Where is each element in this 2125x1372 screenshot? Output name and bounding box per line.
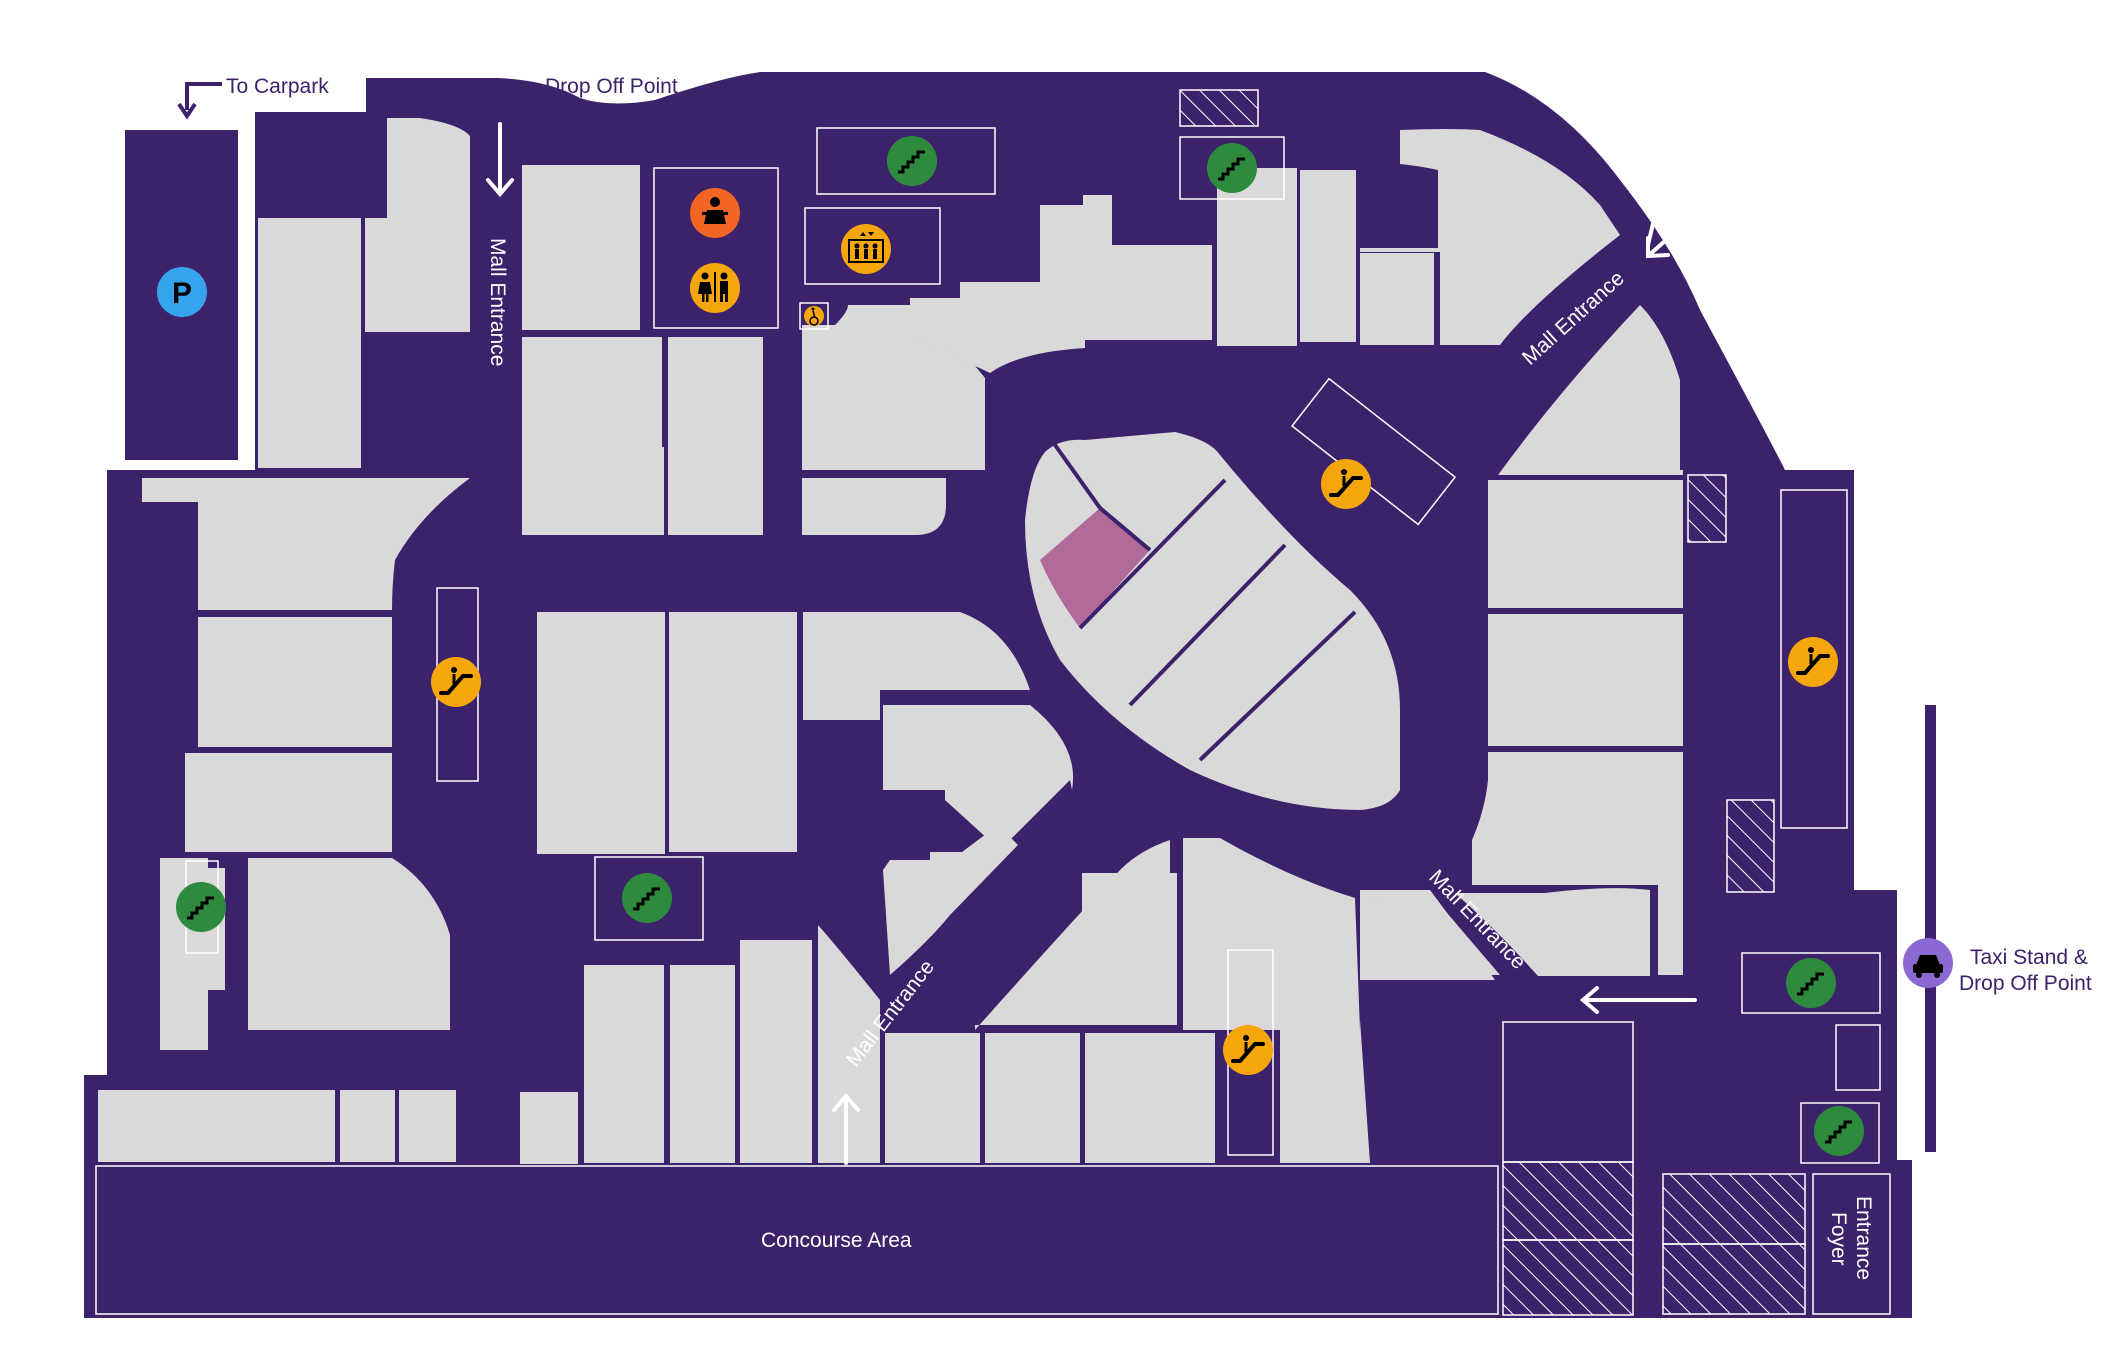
escalator-box: [1780, 489, 1848, 829]
shop-unit: [883, 825, 1018, 975]
shop-unit: [740, 940, 812, 1163]
shop-unit: [1217, 168, 1297, 346]
arrow-up-icon: [832, 1092, 860, 1165]
stairs-icon: [1814, 1106, 1864, 1156]
restroom-icon: [690, 263, 740, 313]
foyer-outline: [1812, 1173, 1891, 1315]
arrow-left-icon: [1579, 986, 1697, 1014]
drop-off-top-label: Drop Off Point: [545, 75, 678, 98]
shop-unit: [1498, 305, 1683, 475]
concourse-outline: [95, 1165, 1499, 1315]
stairs-icon: [1207, 143, 1257, 193]
facility-box: [1835, 1024, 1881, 1091]
stairs-box: [816, 127, 996, 195]
escalator-icon: [431, 657, 481, 707]
escalator-icon: [1321, 459, 1371, 509]
shop-unit: [1360, 129, 1620, 345]
unit-dividers: [1053, 443, 1357, 762]
hatched-area: [1502, 1239, 1634, 1316]
shop-unit: [883, 705, 1074, 850]
lift-box: [804, 207, 941, 285]
entrance-foyer-label-line2: Foyer: [1827, 1212, 1850, 1266]
shop-unit: [1082, 873, 1177, 1025]
stairs-box: [1741, 952, 1881, 1014]
concourse-block: [84, 1160, 1504, 1318]
shop-unit: [185, 753, 392, 852]
stairs-box: [1800, 1102, 1880, 1164]
hatched-areas: [1179, 89, 1806, 1316]
taxi-icon: [1903, 938, 1953, 988]
shop-unit: [520, 1092, 578, 1164]
shop-unit: [802, 478, 946, 535]
shop-unit: [670, 965, 735, 1163]
shop-unit: [537, 612, 665, 854]
shop-unit: [1085, 1033, 1215, 1163]
lift-icon: [841, 224, 891, 274]
hatched-area: [1726, 799, 1775, 893]
direction-arrows: [486, 122, 1697, 1165]
taxi-stand-label-line2: Drop Off Point: [1959, 972, 2092, 995]
shop-unit: [98, 1090, 335, 1162]
hatched-area: [1662, 1243, 1806, 1315]
stairs-box: [594, 856, 704, 941]
shop-unit: [1488, 614, 1683, 746]
stairs-icon: [622, 873, 672, 923]
shop-unit: [985, 1033, 1080, 1163]
shop-unit: [584, 965, 664, 1163]
shop-units: [98, 118, 1683, 1164]
accessible-icon: [804, 306, 824, 326]
shop-unit: [1370, 893, 1500, 975]
shop-unit: [365, 118, 470, 332]
shop-unit: [399, 1090, 456, 1162]
to-carpark-arrowhead: [177, 102, 197, 120]
hatched-area: [1179, 89, 1259, 127]
shop-unit: [198, 617, 392, 747]
hatched-area: [1502, 1161, 1634, 1241]
shop-unit: [669, 612, 797, 852]
escalator-icon: [1788, 637, 1838, 687]
shop-unit: [885, 1033, 980, 1163]
mall-entrance-west-label: Mall Entrance: [486, 238, 509, 366]
shop-unit: [818, 925, 880, 1163]
baby-care-icon: [690, 188, 740, 238]
stairs-icon: [176, 882, 226, 932]
to-carpark-label: To Carpark: [226, 75, 329, 98]
taxi-stand-label-line1: Taxi Stand &: [1970, 946, 2088, 969]
shop-unit: [522, 165, 640, 330]
shop-unit: [1455, 888, 1650, 976]
stairs-box: [1179, 136, 1285, 200]
to-carpark-arrow: [185, 82, 222, 110]
shop-unit: [1472, 752, 1683, 975]
concourse-label: Concourse Area: [761, 1229, 912, 1252]
hatched-area: [1687, 474, 1727, 543]
taxi-lane-bar: [1925, 705, 1936, 1152]
shop-unit: [1360, 253, 1434, 345]
shop-unit: [258, 218, 361, 468]
highlighted-store: [1040, 508, 1150, 628]
stairs-icon: [1786, 958, 1836, 1008]
shop-unit: [340, 1090, 395, 1162]
shop-unit: [668, 337, 763, 535]
entrance-foyer-label-line1: Entrance: [1852, 1196, 1875, 1280]
parking-letter: P: [172, 277, 192, 310]
shop-unit: [248, 858, 450, 1030]
arrow-southwest-icon: [1646, 213, 1694, 259]
accessible-box: [799, 302, 829, 330]
facility-box: [653, 167, 779, 329]
parking-icon: P: [157, 267, 207, 317]
shop-unit: [803, 612, 1030, 720]
shop-unit: [1300, 170, 1356, 342]
shop-unit: [142, 478, 470, 610]
shop-unit: [910, 195, 1212, 373]
stairs-icon: [887, 136, 937, 186]
shop-unit: [608, 447, 664, 535]
arrow-down-icon: [486, 122, 514, 198]
hatched-area: [1662, 1173, 1806, 1245]
escalator-icon: [1223, 1025, 1273, 1075]
shop-unit: [1488, 480, 1683, 608]
